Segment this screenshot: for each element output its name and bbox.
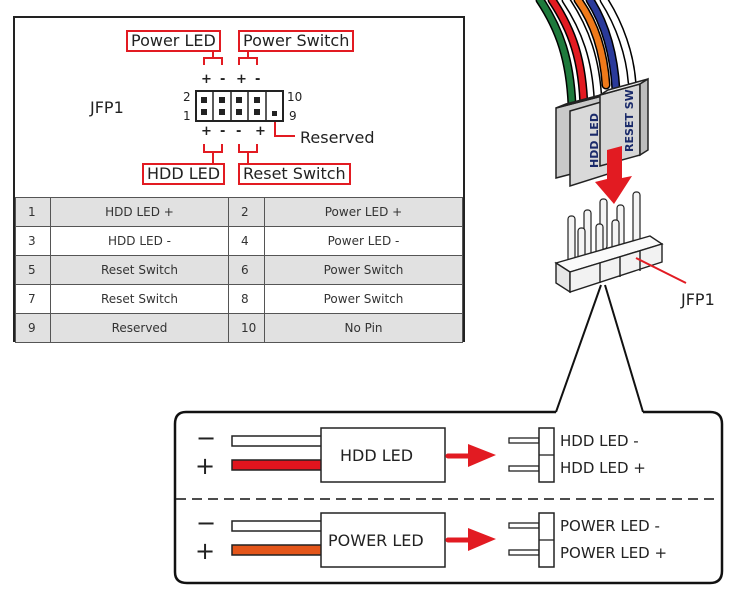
table-row: 1 HDD LED + 2 Power LED + bbox=[15, 197, 463, 227]
sign-top-2: - bbox=[220, 72, 226, 87]
callout-line-right bbox=[604, 284, 644, 413]
sign-top-4: - bbox=[255, 72, 261, 87]
table-row: 3 HDD LED - 4 Power LED - bbox=[15, 226, 463, 256]
signal-cell: Reset Switch bbox=[50, 284, 229, 314]
wire-blue bbox=[587, 0, 619, 93]
table-row: 7 Reset Switch 8 Power Switch bbox=[15, 284, 463, 314]
hdd-minus-wire bbox=[231, 435, 323, 447]
wire-red bbox=[549, 0, 587, 113]
front-panel-wires bbox=[535, 0, 637, 115]
power-minus-symbol: − bbox=[196, 509, 217, 537]
hdd-plus-symbol: + bbox=[195, 452, 216, 480]
signal-cell: Power LED - bbox=[264, 226, 463, 256]
hdd-led-callout: HDD LED bbox=[142, 163, 226, 185]
pin-definition-table: 1 HDD LED + 2 Power LED + 3 HDD LED - 4 … bbox=[15, 197, 463, 343]
hdd-led-plug-label: HDD LED bbox=[588, 113, 601, 168]
sign-top-3: + bbox=[236, 72, 247, 87]
signal-cell: Reserved bbox=[50, 313, 229, 343]
jfp1-label: JFP1 bbox=[90, 98, 124, 117]
pin-number-10: 10 bbox=[287, 90, 303, 104]
signal-cell: HDD LED + bbox=[50, 197, 229, 227]
power-arrow-head bbox=[468, 528, 496, 551]
wire-white-2 bbox=[601, 0, 635, 85]
hdd-led-plug-box bbox=[320, 427, 446, 483]
power-led-box-label: POWER LED bbox=[328, 531, 424, 550]
reserved-leader bbox=[274, 121, 295, 137]
jfp1-header-label: JFP1 bbox=[681, 290, 715, 309]
power-led-plug-box bbox=[320, 512, 446, 568]
power-switch-callout: Power Switch bbox=[238, 30, 355, 52]
insert-arrow bbox=[595, 146, 632, 204]
reserved-callout: Reserved bbox=[300, 128, 375, 147]
jfp1-leader-line bbox=[635, 257, 687, 284]
signal-cell: Power Switch bbox=[264, 255, 463, 285]
hdd-led-minus-label: HDD LED - bbox=[560, 432, 639, 450]
hdd-plus-wire bbox=[231, 459, 323, 471]
table-row: 5 Reset Switch 6 Power Switch bbox=[15, 255, 463, 285]
pin-cell: 4 bbox=[228, 226, 265, 256]
reset-switch-callout: Reset Switch bbox=[238, 163, 351, 185]
pin-header-graphic bbox=[195, 50, 295, 163]
hdd-led-box-label: HDD LED bbox=[340, 446, 414, 465]
pins bbox=[201, 97, 277, 116]
power-plus-symbol: + bbox=[195, 537, 216, 565]
signal-cell: No Pin bbox=[264, 313, 463, 343]
pin-cell: 1 bbox=[15, 197, 51, 227]
sign-bottom-4: + bbox=[255, 124, 266, 139]
wire-green bbox=[537, 0, 575, 108]
pin-cell: 8 bbox=[228, 284, 265, 314]
pin-cell: 7 bbox=[15, 284, 51, 314]
callout-line-left bbox=[555, 284, 602, 413]
pin-cell: 9 bbox=[15, 313, 51, 343]
hdd-led-plus-label: HDD LED + bbox=[560, 459, 646, 477]
pin-cell: 10 bbox=[228, 313, 265, 343]
wire-orange bbox=[575, 0, 609, 88]
sign-bottom-3: - bbox=[236, 124, 242, 139]
power-minus-wire bbox=[231, 520, 323, 532]
jfp1-pinout-panel: Power LED Power Switch HDD LED Reset Swi… bbox=[13, 16, 465, 343]
signal-cell: Power LED + bbox=[264, 197, 463, 227]
hdd-arrow-head bbox=[468, 444, 496, 467]
wire-white bbox=[563, 0, 601, 103]
hdd-minus-symbol: − bbox=[196, 424, 217, 452]
sign-bottom-2: - bbox=[220, 124, 226, 139]
pin-number-1: 1 bbox=[183, 109, 191, 123]
wiring-detail-box bbox=[173, 410, 724, 585]
plug-connectors bbox=[555, 77, 649, 188]
pin-cell: 6 bbox=[228, 255, 265, 285]
pin-number-9: 9 bbox=[289, 109, 297, 123]
signal-cell: HDD LED - bbox=[50, 226, 229, 256]
table-row: 9 Reserved 10 No Pin bbox=[15, 313, 463, 343]
signal-cell: Reset Switch bbox=[50, 255, 229, 285]
power-led-callout: Power LED bbox=[126, 30, 221, 52]
power-led-minus-label: POWER LED - bbox=[560, 517, 660, 535]
reset-sw-plug-label: RESET SW bbox=[623, 89, 636, 152]
sign-top-1: + bbox=[201, 72, 212, 87]
pin-number-2: 2 bbox=[183, 90, 191, 104]
power-plus-wire bbox=[231, 544, 323, 556]
power-led-plus-label: POWER LED + bbox=[560, 544, 668, 562]
sign-bottom-1: + bbox=[201, 124, 212, 139]
pin-cell: 3 bbox=[15, 226, 51, 256]
